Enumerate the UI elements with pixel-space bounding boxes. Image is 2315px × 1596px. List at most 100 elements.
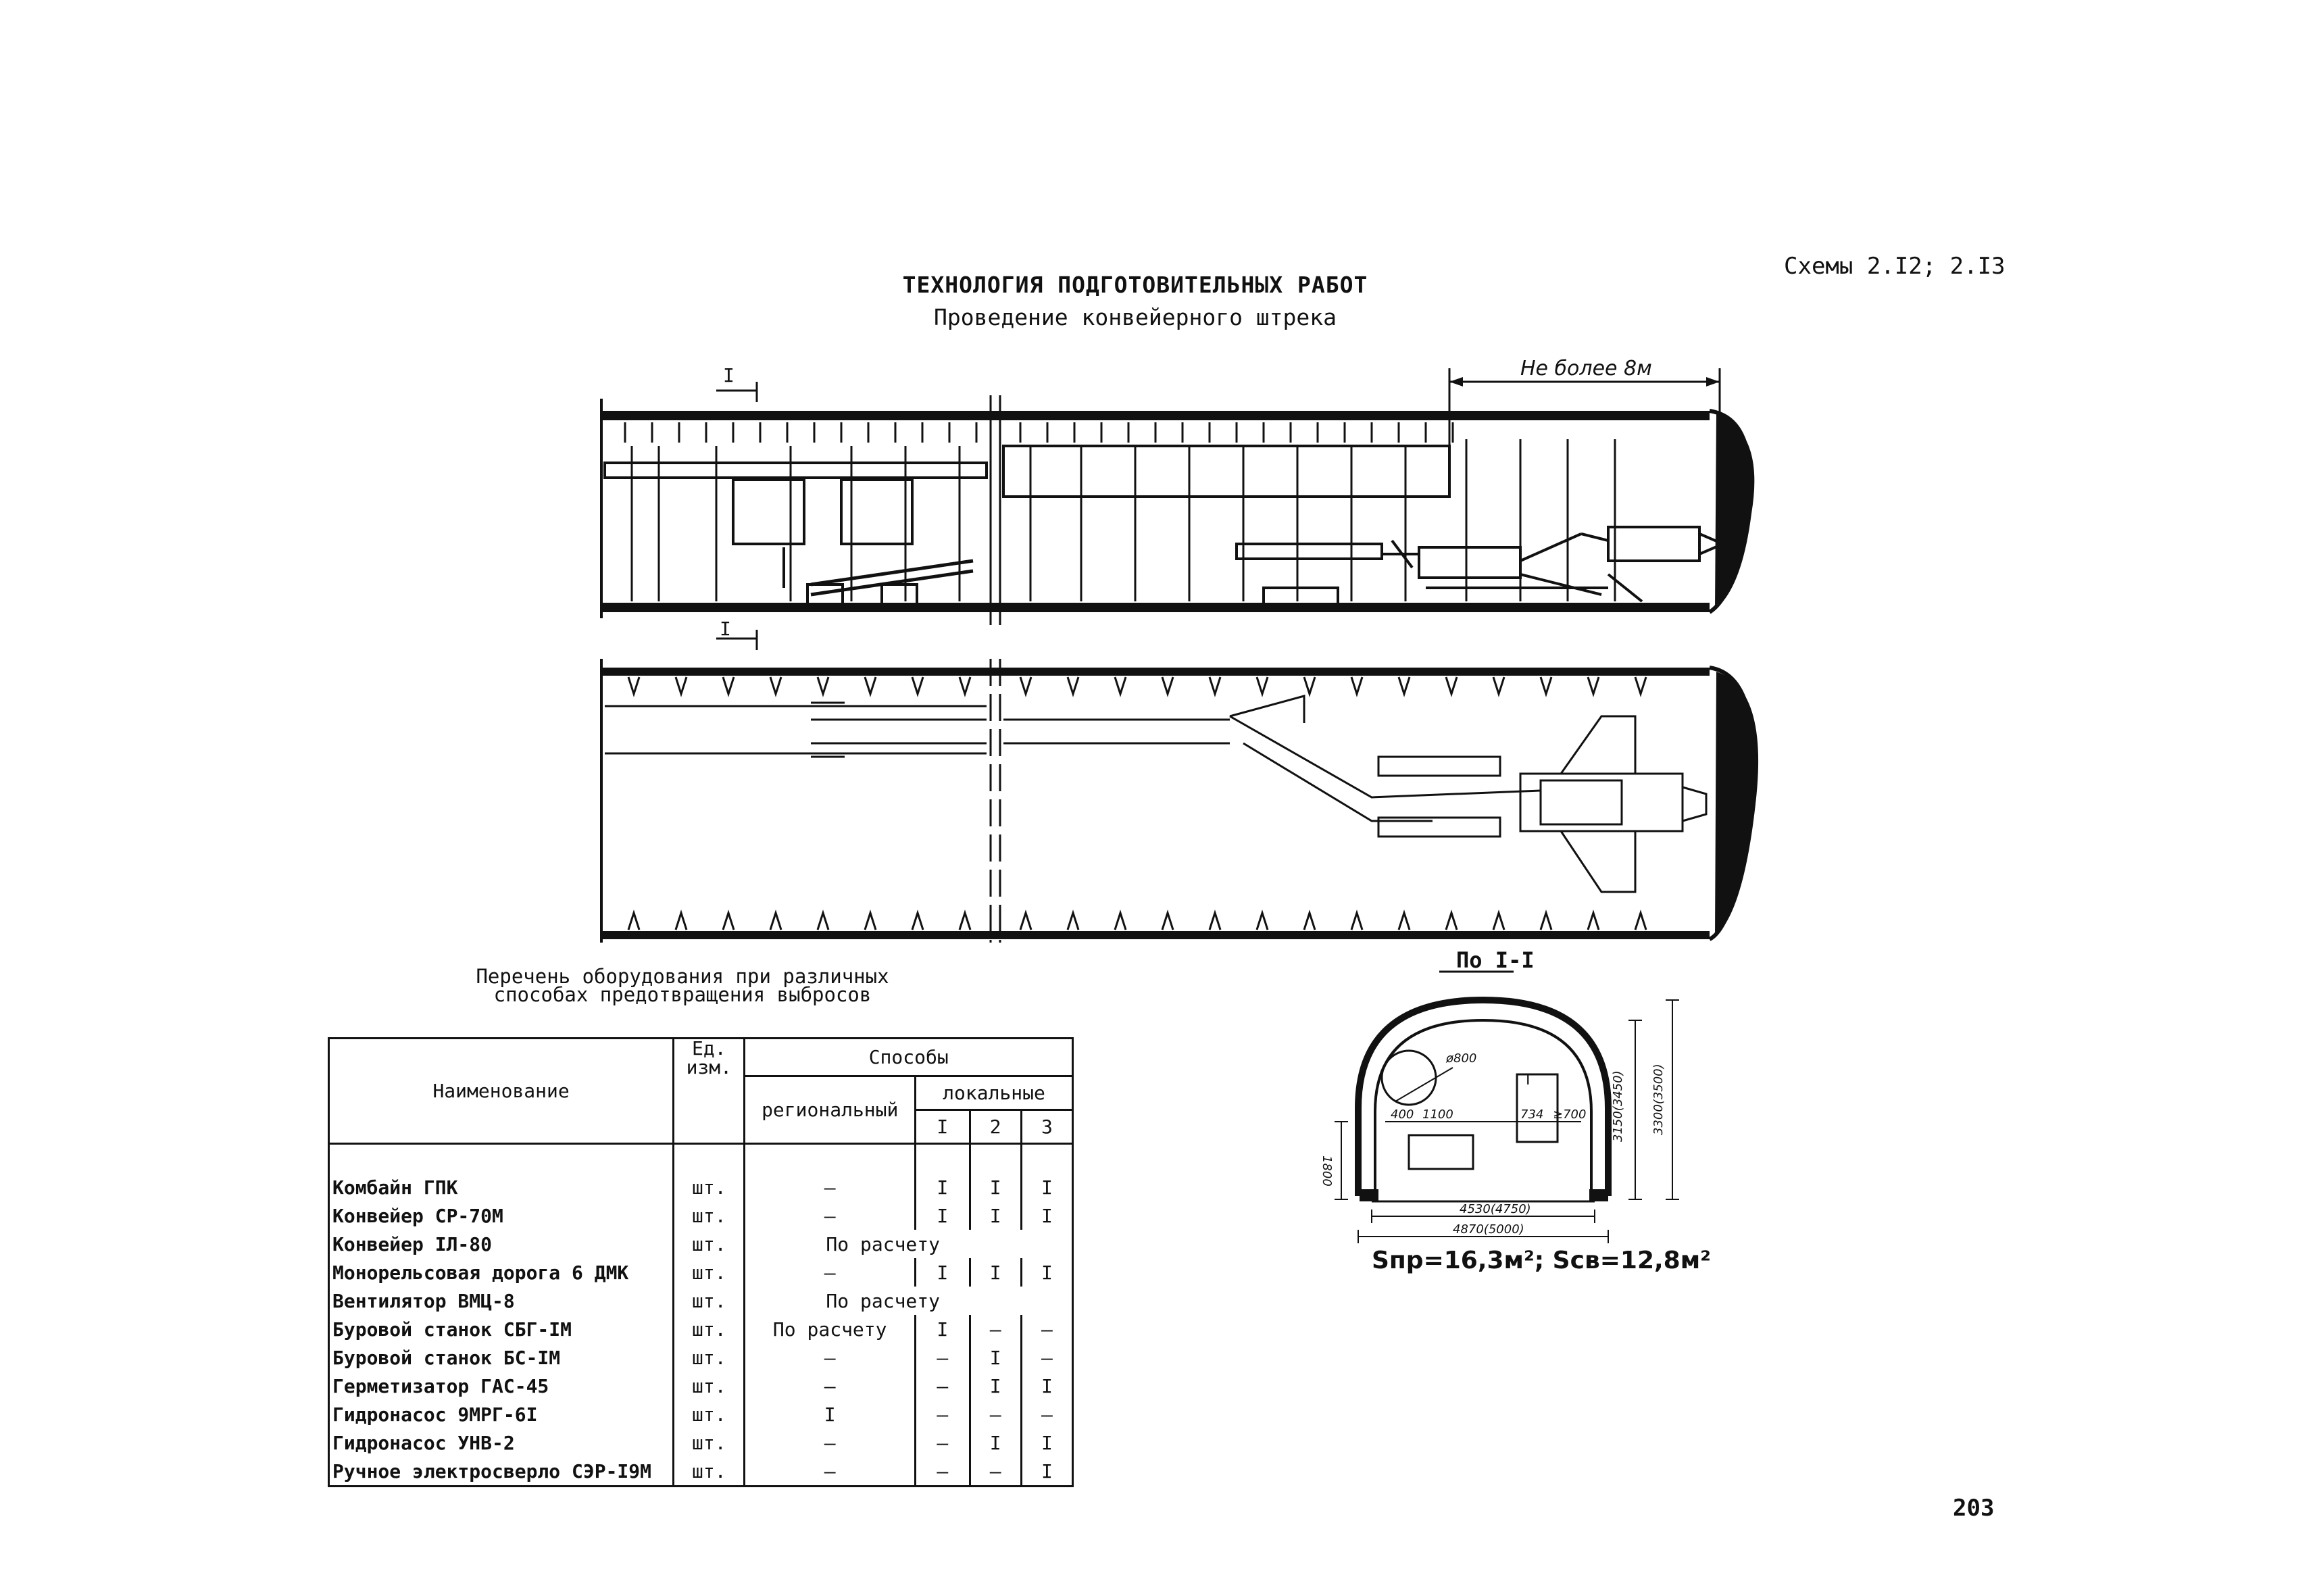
row-local-2: I bbox=[970, 1343, 1022, 1372]
cross-section-area: Sпр=16,3м²; Sсв=12,8м² bbox=[1372, 1247, 1711, 1274]
header-regional: региональный bbox=[743, 1075, 916, 1145]
header-local-2: 2 bbox=[968, 1109, 1022, 1145]
row-local-2: I bbox=[970, 1372, 1022, 1400]
row-name: Комбайн ГПК bbox=[328, 1173, 675, 1201]
header-local-1: I bbox=[914, 1109, 971, 1145]
row-name: Гидронасос 9МРГ-6I bbox=[328, 1400, 675, 1428]
row-local-3: – bbox=[1021, 1315, 1074, 1343]
row-regional: – bbox=[744, 1201, 916, 1230]
table-row: Конвейер СР-70М шт. – I I I bbox=[328, 1201, 1074, 1230]
row-local-1: – bbox=[915, 1343, 971, 1372]
row-local-3: I bbox=[1021, 1258, 1074, 1287]
equipment-table: Наименование Ед. изм. Способы региональн… bbox=[327, 1037, 1074, 1487]
dim-w4870: 4870(5000) bbox=[1453, 1222, 1524, 1237]
dim-d800: ø800 bbox=[1445, 1051, 1476, 1066]
row-name: Герметизатор ГАС-45 bbox=[328, 1372, 675, 1400]
row-local-1: – bbox=[915, 1400, 971, 1428]
row-regional: По расчету bbox=[744, 1315, 916, 1343]
row-local-1: I bbox=[915, 1201, 971, 1230]
row-unit: шт. bbox=[673, 1315, 746, 1343]
table-row: Комбайн ГПК шт. – I I I bbox=[328, 1173, 1074, 1201]
header-methods: Способы bbox=[743, 1037, 1074, 1077]
table-row: Буровой станок СБГ-IМ шт. По расчету I –… bbox=[328, 1315, 1074, 1343]
dim-mark-i: I bbox=[1526, 1072, 1530, 1089]
row-span: По расчету bbox=[744, 1287, 1074, 1315]
equipment-caption: Перечень оборудования при различных спос… bbox=[432, 965, 932, 1006]
row-regional: – bbox=[744, 1372, 916, 1400]
row-local-2: I bbox=[970, 1201, 1022, 1230]
equipment-caption-line-2: способах предотвращения выбросов bbox=[493, 983, 872, 1006]
dim-400: 400 bbox=[1391, 1107, 1414, 1122]
equipment-caption-line-1: Перечень оборудования при различных bbox=[476, 965, 889, 988]
table-row: Гидронасос УНВ-2 шт. – – I I bbox=[328, 1428, 1074, 1457]
page-number: 203 bbox=[1953, 1495, 1995, 1522]
row-local-2: – bbox=[970, 1457, 1022, 1487]
row-local-1: I bbox=[915, 1173, 971, 1201]
row-name: Буровой станок БС-IМ bbox=[328, 1343, 675, 1372]
row-name: Буровой станок СБГ-IМ bbox=[328, 1315, 675, 1343]
section-mark-bottom: I bbox=[720, 618, 731, 640]
scheme-number: Схемы 2.I2; 2.I3 bbox=[1784, 253, 2006, 280]
row-unit: шт. bbox=[673, 1372, 746, 1400]
dim-h1800: 1800 bbox=[1320, 1155, 1334, 1187]
row-unit: шт. bbox=[673, 1230, 746, 1258]
table-row: Ручное электросверло СЭР-I9М шт. – – – I bbox=[328, 1457, 1074, 1487]
dim-700: ≥700 bbox=[1553, 1107, 1586, 1122]
row-name: Монорельсовая дорога 6 ДМК bbox=[328, 1258, 675, 1287]
row-local-3: I bbox=[1021, 1428, 1074, 1457]
row-span: По расчету bbox=[744, 1230, 1074, 1258]
section-caption: По I-I bbox=[1456, 947, 1535, 973]
row-local-2: I bbox=[970, 1428, 1022, 1457]
row-unit: шт. bbox=[673, 1400, 746, 1428]
distance-note: Не более 8м bbox=[1520, 357, 1652, 380]
row-local-1: – bbox=[915, 1428, 971, 1457]
row-regional: – bbox=[744, 1457, 916, 1487]
page-title: ТЕХНОЛОГИЯ ПОДГОТОВИТЕЛЬНЫХ РАБОТ bbox=[902, 272, 1368, 298]
row-regional: – bbox=[744, 1343, 916, 1372]
dim-1100: 1100 bbox=[1422, 1107, 1453, 1122]
dim-h3150: 3150(3450) bbox=[1611, 1070, 1625, 1142]
table-row: Гидронасос 9МРГ-6I шт. I – – – bbox=[328, 1400, 1074, 1428]
header-local: локальные bbox=[914, 1075, 1074, 1111]
row-local-1: I bbox=[915, 1258, 971, 1287]
row-local-3: I bbox=[1021, 1457, 1074, 1487]
row-local-1: – bbox=[915, 1457, 971, 1487]
header-local-3: 3 bbox=[1020, 1109, 1074, 1145]
row-unit: шт. bbox=[673, 1258, 746, 1287]
dim-h3300: 3300(3500) bbox=[1651, 1064, 1666, 1135]
row-unit: шт. bbox=[673, 1173, 746, 1201]
row-local-2: I bbox=[970, 1258, 1022, 1287]
row-local-2: – bbox=[970, 1315, 1022, 1343]
header-name: Наименование bbox=[327, 1037, 675, 1145]
header-unit-line-2: изм. bbox=[686, 1056, 732, 1078]
row-unit: шт. bbox=[673, 1457, 746, 1487]
row-local-2: I bbox=[970, 1173, 1022, 1201]
row-name: Конвейер IЛ-80 bbox=[328, 1230, 675, 1258]
table-row: Вентилятор ВМЦ-8 шт. По расчету bbox=[328, 1287, 1074, 1315]
row-local-1: I bbox=[915, 1315, 971, 1343]
longitudinal-view bbox=[600, 368, 1755, 650]
row-local-3: – bbox=[1021, 1400, 1074, 1428]
row-regional: I bbox=[744, 1400, 916, 1428]
row-regional: – bbox=[744, 1258, 916, 1287]
row-unit: шт. bbox=[673, 1428, 746, 1457]
table-row: Герметизатор ГАС-45 шт. – – I I bbox=[328, 1372, 1074, 1400]
row-local-3: I bbox=[1021, 1201, 1074, 1230]
row-local-3: I bbox=[1021, 1372, 1074, 1400]
plan-view bbox=[600, 659, 1759, 943]
table-row: Конвейер IЛ-80 шт. По расчету bbox=[328, 1230, 1074, 1258]
dim-w4530: 4530(4750) bbox=[1460, 1202, 1531, 1216]
header-unit: Ед. изм. bbox=[672, 1037, 746, 1145]
dim-734: 734 bbox=[1520, 1107, 1543, 1122]
row-name: Ручное электросверло СЭР-I9М bbox=[328, 1457, 675, 1487]
row-regional: – bbox=[744, 1173, 916, 1201]
row-name: Гидронасос УНВ-2 bbox=[328, 1428, 675, 1457]
row-unit: шт. bbox=[673, 1287, 746, 1315]
row-name: Вентилятор ВМЦ-8 bbox=[328, 1287, 675, 1315]
page-subtitle: Проведение конвейерного штрека bbox=[933, 304, 1337, 330]
header-unit-line-1: Ед. bbox=[692, 1037, 726, 1059]
table-row: Монорельсовая дорога 6 ДМК шт. – I I I bbox=[328, 1258, 1074, 1287]
row-local-3: I bbox=[1021, 1173, 1074, 1201]
cross-section bbox=[1335, 970, 1679, 1243]
row-regional: – bbox=[744, 1428, 916, 1457]
